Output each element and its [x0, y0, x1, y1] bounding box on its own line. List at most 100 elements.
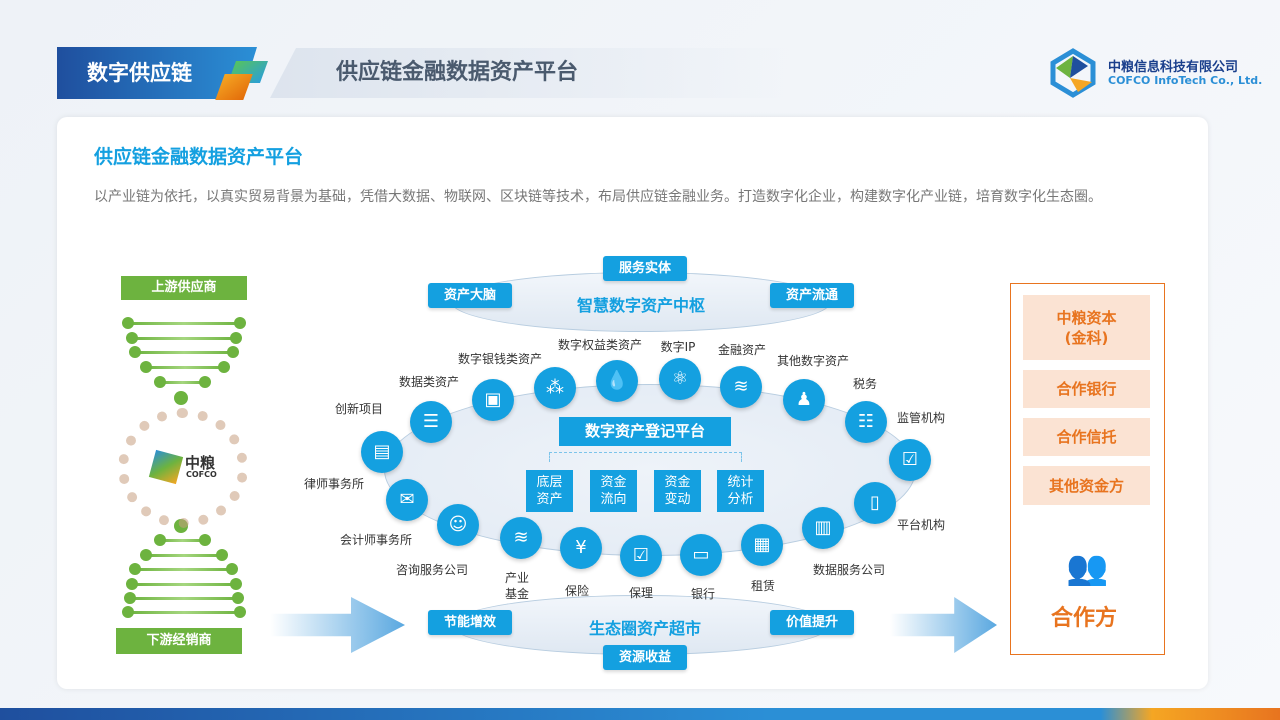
page-title: 供应链金融数据资产平台 — [270, 48, 790, 98]
content-title: 供应链金融数据资产平台 — [94, 146, 304, 168]
dna-dot — [232, 592, 244, 604]
module-fund-flow[interactable]: 资金 流向 — [590, 470, 637, 512]
module-statistics[interactable]: 统计 分析 — [717, 470, 764, 512]
dna-dot — [129, 563, 141, 575]
stack-icon[interactable]: ☷ — [845, 401, 887, 443]
dna-rung — [135, 351, 233, 354]
content-description: 以产业链为依托，以真实贸易背景为基础，凭借大数据、物联网、区块链等技术，布局供应… — [94, 189, 1102, 205]
efficiency-button[interactable]: 节能增效 — [428, 610, 512, 635]
dna-rung — [128, 322, 240, 325]
downstream-label: 下游经销商 — [116, 628, 242, 654]
asset-circulation-button[interactable]: 资产流通 — [770, 283, 854, 308]
company-name: 中粮信息科技有限公司 — [1108, 60, 1239, 75]
node-label: 律师事务所 — [303, 477, 365, 491]
partner-other-funders[interactable]: 其他资金方 — [1023, 466, 1150, 505]
node-label: 创新项目 — [334, 402, 384, 416]
top-hub-title: 智慧数字资产中枢 — [576, 296, 705, 315]
dna-dot — [122, 606, 134, 618]
node-label: 数字银钱类资产 — [457, 352, 543, 366]
chat-icon[interactable]: ✉ — [386, 479, 428, 521]
network-icon[interactable]: ⁂ — [534, 367, 576, 409]
company-logo-icon — [1050, 48, 1096, 98]
partners-label: 合作方 — [1051, 606, 1118, 631]
document-icon[interactable]: ▤ — [361, 431, 403, 473]
contacts-icon[interactable]: ☺ — [437, 504, 479, 546]
service-entity-button[interactable]: 服务实体 — [603, 256, 687, 281]
checklist-icon[interactable]: ☑ — [889, 439, 931, 481]
cofco-logo-text: 中粮 — [185, 454, 216, 472]
upstream-label: 上游供应商 — [121, 276, 247, 300]
dna-dot — [234, 317, 246, 329]
checklist-icon[interactable]: ☑ — [620, 535, 662, 577]
node-label: 金融资产 — [717, 343, 767, 357]
partner-logos-ring — [118, 408, 248, 528]
dna-rung — [128, 611, 240, 614]
asset-brain-button[interactable]: 资产大脑 — [428, 283, 512, 308]
dna-rung — [135, 568, 232, 571]
dna-rung — [160, 381, 205, 384]
dna-dot — [227, 346, 239, 358]
node-label: 租赁 — [750, 579, 776, 593]
dna-dot — [124, 592, 136, 604]
partner-banks[interactable]: 合作银行 — [1023, 370, 1150, 408]
node-label: 数字IP — [660, 340, 696, 354]
node-label: 数据服务公司 — [812, 563, 886, 577]
dna-dot — [234, 606, 246, 618]
dna-dot — [216, 549, 228, 561]
registration-platform-title: 数字资产登记平台 — [559, 417, 731, 446]
dna-rung — [146, 554, 222, 557]
node-label: 平台机构 — [896, 518, 946, 532]
atom-icon[interactable]: ⚛ — [659, 358, 701, 400]
phone-icon[interactable]: ▯ — [854, 482, 896, 524]
dna-dot — [122, 317, 134, 329]
yen-icon[interactable]: ¥ — [560, 527, 602, 569]
node-label: 咨询服务公司 — [395, 563, 469, 577]
value-boost-button[interactable]: 价值提升 — [770, 610, 854, 635]
database-icon[interactable]: ≋ — [720, 366, 762, 408]
dna-dot — [140, 361, 152, 373]
top-hub-oval — [451, 272, 831, 332]
partner-trusts[interactable]: 合作信托 — [1023, 418, 1150, 456]
partners-panel — [1010, 283, 1165, 655]
partner-cofco-capital[interactable]: 中粮资本 (金科) — [1023, 295, 1150, 360]
dna-dot — [218, 361, 230, 373]
connector-lines — [549, 452, 742, 462]
resource-yield-button[interactable]: 资源收益 — [603, 645, 687, 670]
dna-dot — [230, 332, 242, 344]
node-label: 税务 — [852, 377, 878, 391]
node-label: 监管机构 — [896, 411, 946, 425]
dna-rung — [132, 337, 236, 340]
dna-dot — [126, 578, 138, 590]
section-badge: 数字供应链 — [57, 47, 257, 99]
wallet-icon[interactable]: ▣ — [472, 379, 514, 421]
drop-icon[interactable]: 💧 — [596, 360, 638, 402]
person-icon[interactable]: ♟ — [783, 379, 825, 421]
dna-dot — [174, 391, 188, 405]
footer-stripe — [0, 708, 1280, 720]
people-icon: 👥 — [1066, 548, 1109, 588]
folder-icon[interactable]: ☰ — [410, 401, 452, 443]
dna-dot — [154, 376, 166, 388]
newspaper-icon[interactable]: ▦ — [741, 524, 783, 566]
module-fund-change[interactable]: 资金 变动 — [654, 470, 701, 512]
dna-dot — [199, 534, 211, 546]
node-label: 会计师事务所 — [339, 533, 413, 547]
cofco-logo-en: COFCO — [186, 470, 217, 479]
node-label: 数字权益类资产 — [557, 338, 643, 352]
node-label: 保险 — [564, 584, 590, 598]
dna-rung — [160, 539, 205, 542]
node-label: 其他数字资产 — [776, 354, 850, 368]
node-label: 银行 — [690, 587, 716, 601]
dna-dot — [154, 534, 166, 546]
module-underlying-assets[interactable]: 底层 资产 — [526, 470, 573, 512]
company-name-en: COFCO InfoTech Co., Ltd. — [1108, 74, 1263, 87]
dna-dot — [140, 549, 152, 561]
database-icon[interactable]: ≋ — [500, 517, 542, 559]
bottom-hub-title: 生态圈资产超市 — [588, 619, 701, 638]
node-label: 产业 基金 — [504, 571, 530, 601]
card-icon[interactable]: ▭ — [680, 534, 722, 576]
building-icon[interactable]: ▥ — [802, 507, 844, 549]
dna-rung — [132, 583, 236, 586]
node-label: 保理 — [628, 586, 654, 600]
dna-dot — [129, 346, 141, 358]
